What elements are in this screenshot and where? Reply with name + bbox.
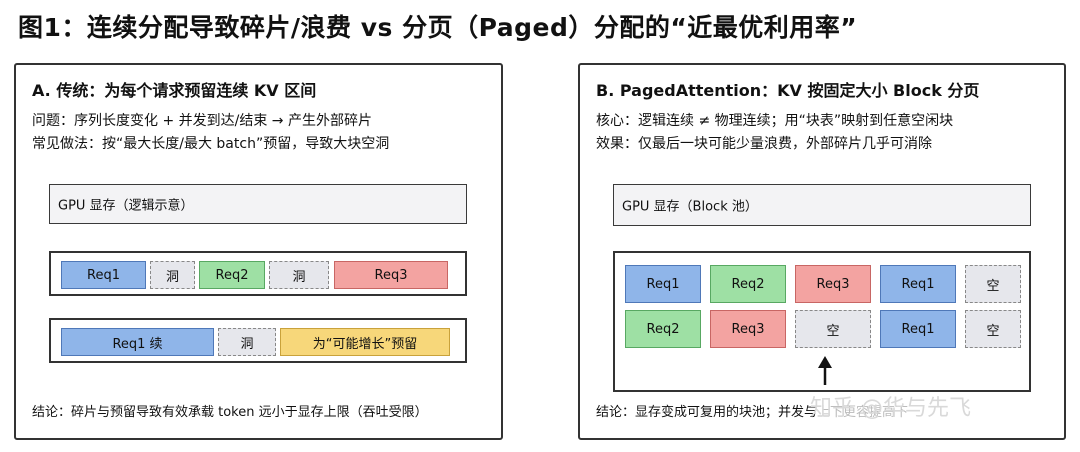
block-hole: 洞 [218,328,276,356]
grid-block-req2: Req2 [710,265,786,303]
paged-conclusion-middle: 上下更容 [817,405,870,420]
paged-conclusion-start: 结论：显存变成可复用的块池；并发与 [596,405,818,420]
grid-block-req1: Req1 [880,265,956,303]
watermark: 知乎 @华与先飞 [810,396,971,421]
block-pool-grid: Req1 Req2 Req3 Req1 空 Req2 Req3 空 Req1 空 [613,251,1031,392]
traditional-heading: A. 传统：为每个请求预留连续 KV 区间 [32,81,317,100]
gpu-memory-block-pool-box: GPU 显存（Block 池） [613,184,1031,226]
up-arrow-icon [818,356,832,385]
block-req2: Req2 [199,261,265,289]
paged-heading: B. PagedAttention：KV 按固定大小 Block 分页 [596,81,980,100]
panel-traditional: A. 传统：为每个请求预留连续 KV 区间 问题：序列长度变化 + 并发到达/结… [14,63,503,440]
memory-row-2: Req1 续 洞 为“可能增长”预留 [49,318,467,363]
panel-paged-attention: B. PagedAttention：KV 按固定大小 Block 分页 核心：逻… [578,63,1066,440]
memory-row-1: Req1 洞 Req2 洞 Req3 [49,251,467,296]
block-hole: 洞 [150,261,195,289]
grid-block-empty: 空 [965,265,1021,303]
block-hole: 洞 [269,261,329,289]
paged-conclusion-end: 提高下 [869,405,909,420]
paged-conclusion: 结论：显存变成可复用的块池；并发与上下更容提高下 [596,401,908,420]
gpu-memory-block-pool-label: GPU 显存（Block 池） [622,199,758,215]
traditional-problem: 问题：序列长度变化 + 并发到达/结束 → 产生外部碎片 [32,113,372,129]
grid-block-req3: Req3 [795,265,871,303]
traditional-conclusion: 结论：碎片与预留导致有效承载 token 远小于显存上限（吞吐受限） [32,405,428,420]
paged-core: 核心：逻辑连续 ≠ 物理连续；用“块表”映射到任意空闲块 [596,113,954,129]
block-req1: Req1 [61,261,146,289]
block-req1-continued: Req1 续 [61,328,214,356]
gpu-memory-logical-box: GPU 显存（逻辑示意） [49,184,467,224]
figure-title: 图1：连续分配导致碎片/浪费 vs 分页（Paged）分配的“近最优利用率” [18,13,858,42]
block-reserved-growth: 为“可能增长”预留 [280,328,450,356]
gpu-memory-logical-label: GPU 显存（逻辑示意） [58,198,194,214]
grid-block-empty: 空 [965,310,1021,348]
grid-block-empty: 空 [795,310,871,348]
paged-effect: 效果：仅最后一块可能少量浪费，外部碎片几乎可消除 [596,136,932,152]
grid-block-req1: Req1 [880,310,956,348]
grid-block-req2: Req2 [625,310,701,348]
grid-block-req3: Req3 [710,310,786,348]
traditional-practice: 常见做法：按“最大长度/最大 batch”预留，导致大块空洞 [32,136,390,152]
block-req3: Req3 [334,261,448,289]
grid-block-req1: Req1 [625,265,701,303]
